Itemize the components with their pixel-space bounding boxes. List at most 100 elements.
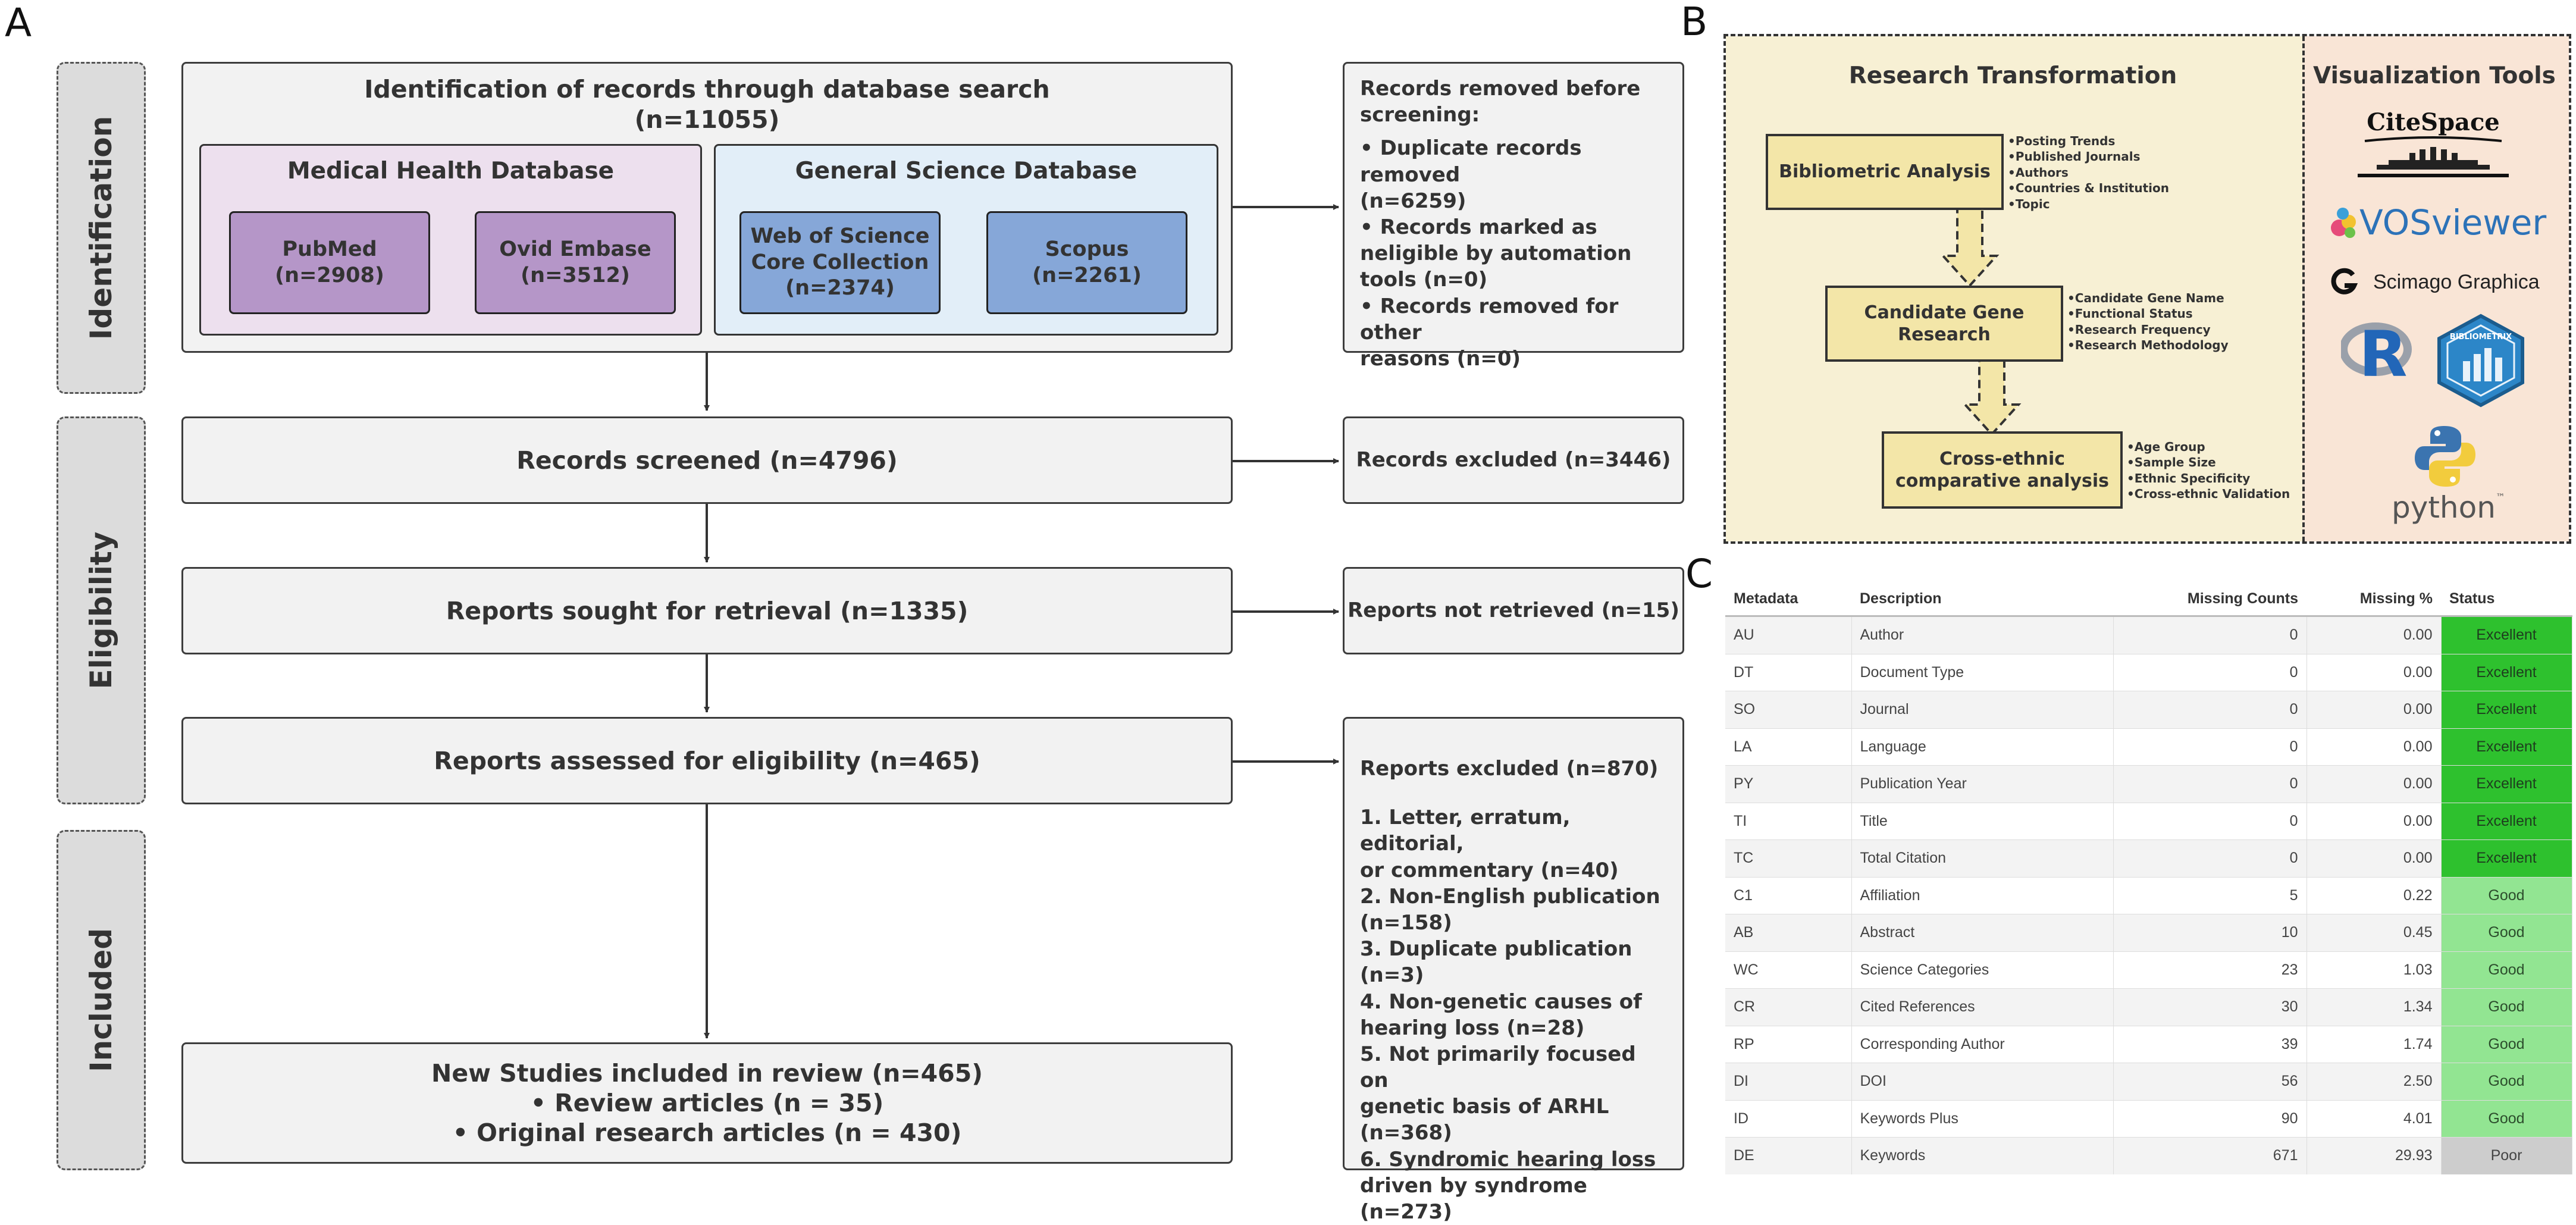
cell-metadata: WC [1725,951,1852,989]
cell-description: Author [1851,616,2114,654]
cell-status: Excellent [2441,616,2572,654]
cell-description: Keywords Plus [1851,1099,2114,1138]
cell-missing-counts: 10 [2113,914,2307,951]
cell-missing-counts: 0 [2113,728,2307,766]
cell-status: Good [2441,1099,2572,1138]
bibliometric-bullets: Posting Trends Published Journals Author… [2008,133,2169,212]
scimago-g-icon [2331,268,2358,294]
panel-label-c: C [1685,551,1713,597]
cell-missing-percent: 0.22 [2307,876,2442,914]
cell-missing-percent: 4.01 [2307,1099,2442,1138]
cell-missing-counts: 0 [2113,765,2307,803]
header-metadata: Metadata [1725,582,1851,617]
vosviewer-logo: VOSviewer [2326,202,2546,243]
cell-missing-counts: 30 [2113,988,2307,1026]
cell-status: Good [2441,951,2572,989]
cross-ethnic-bullets: Age Group Sample Size Ethnic Specificity… [2127,439,2290,502]
cell-description: Total Citation [1851,839,2114,877]
cell-description: Language [1851,728,2114,766]
header-description: Description [1851,582,2113,617]
cell-missing-counts: 56 [2113,1063,2307,1100]
cell-missing-counts: 5 [2113,876,2307,914]
cell-missing-percent: 29.93 [2307,1137,2442,1174]
cell-metadata: TI [1725,802,1852,840]
python-wordmark: python [2392,490,2496,525]
header-missing-counts: Missing Counts [2113,582,2307,617]
cell-description: Abstract [1851,914,2114,951]
reports-not-retrieved-box: Reports not retrieved (n=15) [1343,567,1684,654]
medical-database-title: Medical Health Database [287,158,615,184]
science-database-title: General Science Database [795,158,1137,184]
cell-description: Science Categories [1851,951,2114,989]
cell-missing-percent: 1.34 [2307,988,2442,1026]
flow-arrows [704,204,1339,1039]
research-transformation-title: Research Transformation [1848,62,2177,89]
cell-missing-counts: 0 [2113,653,2307,691]
cell-metadata: TC [1725,839,1852,877]
cell-missing-counts: 90 [2113,1099,2307,1138]
cell-status: Good [2441,988,2572,1026]
table-header-row: Metadata Description Missing Counts Miss… [1725,582,2572,617]
visualization-tools-title: Visualization Tools [2313,62,2556,89]
cell-missing-percent: 0.00 [2307,691,2442,728]
cell-missing-counts: 0 [2113,691,2307,728]
identification-title: Identification of records through databa… [364,75,1050,104]
panel-label-b: B [1681,0,1708,45]
header-missing-percent: Missing % [2307,582,2441,617]
cell-status: Excellent [2441,765,2572,803]
cell-description: DOI [1851,1063,2114,1100]
cell-missing-percent: 0.00 [2307,765,2442,803]
included-title: New Studies included in review (n=465) [431,1058,983,1088]
cell-status: Excellent [2441,802,2572,840]
visualization-tools-panel [2302,36,2569,541]
stage-eligibility: Eligibility [57,416,146,804]
cell-status: Excellent [2441,653,2572,691]
stage-included: Included [57,830,146,1170]
cell-missing-counts: 0 [2113,616,2307,654]
cell-metadata: LA [1725,728,1852,766]
records-excluded-box: Records excluded (n=3446) [1343,416,1684,504]
cell-metadata: C1 [1725,876,1852,914]
identification-count: (n=11055) [634,105,780,134]
cell-missing-counts: 671 [2113,1137,2307,1174]
step-bibliometric-analysis: Bibliometric Analysis [1766,134,2004,210]
included-review: • Review articles (n = 35) [530,1088,884,1117]
python-snakes-icon [2415,426,2475,487]
cell-description: Corresponding Author [1851,1025,2114,1063]
research-flow-arrows [1940,195,2022,436]
bibliometrix-logo: BIBLIOMETRIX [2433,312,2528,408]
citespace-bars-icon [2358,136,2509,177]
bibliometrix-hex-icon [2437,314,2524,408]
stage-identification: Identification [57,62,146,394]
cell-status: Good [2441,876,2572,914]
reports-excluded-box: Reports excluded (n=870) 1. Letter, erra… [1343,717,1684,1224]
step-candidate-gene-research: Candidate Gene Research [1825,286,2063,362]
cell-metadata: SO [1725,691,1852,728]
cell-status: Good [2441,1063,2572,1100]
cell-status: Excellent [2441,839,2572,877]
header-status: Status [2441,582,2572,617]
cell-metadata: AU [1725,616,1852,654]
vosviewer-icon [2331,208,2356,238]
citespace-logo: CiteSpace [2353,108,2514,186]
cell-description: Title [1851,802,2114,840]
cell-metadata: CR [1725,988,1852,1026]
arrow-candidate-to-crossethnic [1962,344,2022,436]
cell-missing-percent: 0.00 [2307,653,2442,691]
cell-metadata: DI [1725,1063,1852,1100]
cell-description: Journal [1851,691,2114,728]
python-logo: python™ [2392,424,2505,537]
